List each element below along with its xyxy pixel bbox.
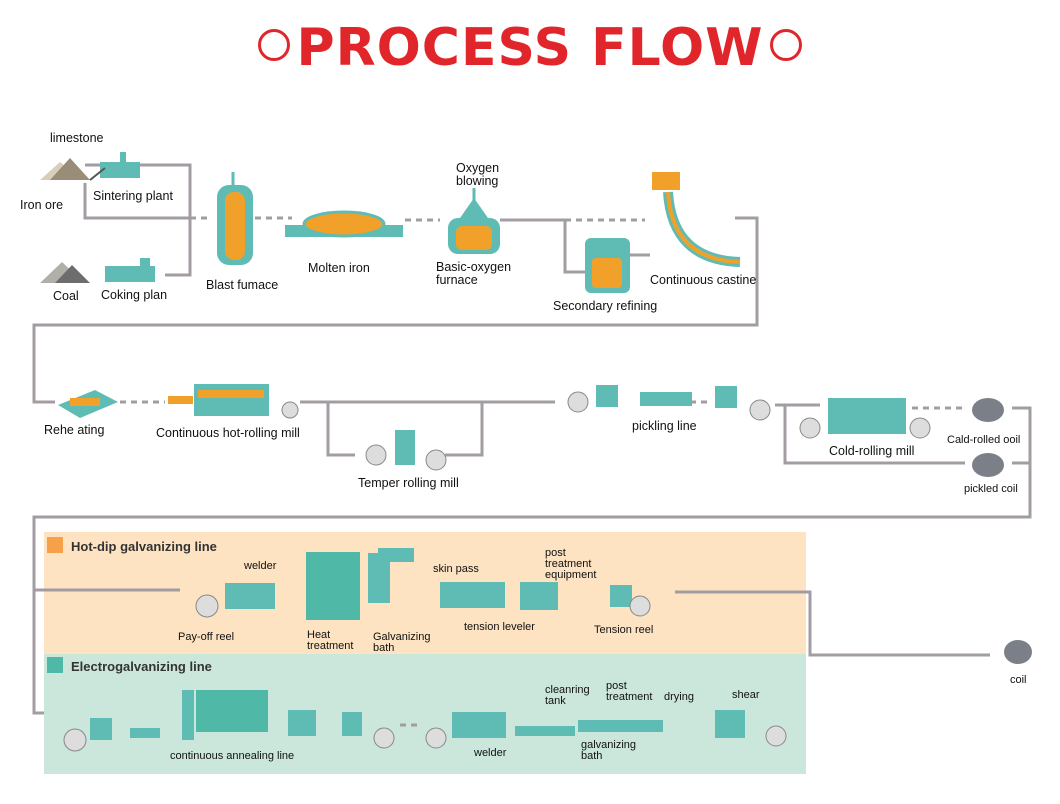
label-reheating: Rehe ating (44, 423, 105, 437)
cold-rolling-mill-icon (799, 398, 931, 439)
label-tension-leveler: tension leveler (464, 621, 535, 633)
label-limestone: limestone (50, 131, 104, 145)
temper-rolling-mill-icon (365, 430, 447, 471)
label-continuous-casting: Continuous castine (650, 273, 757, 287)
label-cold-rolling: Cold-rolling mill (829, 444, 915, 458)
page-title: PROCESS FLOW (0, 18, 1060, 78)
label-pickled-coil: pickled coil (964, 483, 1018, 495)
label-electro-welder: welder (474, 747, 507, 759)
label-continuous-annealing: continuous annealing line (170, 750, 295, 762)
label-coal: Coal (53, 289, 79, 303)
hotdip-chip (47, 537, 63, 553)
coking-plant-icon (40, 258, 155, 283)
label-hotdip-welder: welder (244, 560, 277, 572)
label-drying: drying (664, 691, 694, 703)
molten-iron-icon (285, 210, 403, 238)
flow-lines (32, 163, 1032, 727)
label-skin-pass: skin pass (433, 563, 479, 575)
hotdip-line-icon (195, 548, 651, 620)
label-iron-ore: Iron ore (20, 198, 64, 212)
label-coil: coil (1010, 674, 1027, 686)
label-cold-rolled-coil: Cald-rolled ooil (947, 434, 1021, 446)
title-text: PROCESS FLOW (296, 18, 764, 78)
label-molten-iron: Molten iron (308, 261, 370, 275)
label-blast-furnace: Blast fumace (206, 278, 279, 292)
electro-chip (47, 657, 63, 673)
circle-icon (258, 29, 291, 61)
label-pickling: pickling line (632, 419, 697, 433)
circle-icon (769, 29, 802, 61)
blast-furnace-icon (217, 172, 253, 265)
secondary-refining-icon (585, 238, 630, 293)
label-hot-rolling: Continuous hot-rolling mill (156, 426, 300, 440)
label-tension-reel: Tension reel (594, 624, 654, 636)
sintering-plant-icon (40, 152, 140, 181)
label-temper-rolling: Temper rolling mill (358, 476, 459, 490)
coil-icon (972, 398, 1032, 664)
basic-oxygen-furnace-icon (448, 188, 500, 254)
continuous-casting-icon (652, 172, 741, 267)
pickling-line-icon (567, 385, 771, 421)
label-sintering-plant: Sintering plant (93, 189, 173, 203)
label-payoff-reel: Pay-off reel (178, 631, 235, 643)
label-coking-plant: Coking plan (101, 288, 168, 302)
electro-line-icon (63, 690, 787, 752)
electro-panel (44, 654, 806, 774)
electro-header: Electrogalvanizing line (71, 659, 212, 674)
label-shear: shear (732, 689, 760, 701)
hotdip-header: Hot-dip galvanizing line (71, 539, 217, 554)
reheating-furnace-icon (58, 390, 118, 418)
hot-rolling-mill-icon (168, 384, 299, 419)
label-secondary-refining: Secondary refining (553, 299, 658, 313)
